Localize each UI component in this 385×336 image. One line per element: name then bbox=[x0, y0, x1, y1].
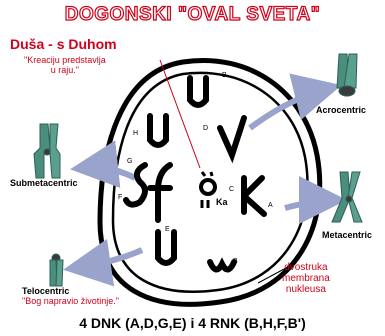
submetacentric-chromosome bbox=[34, 124, 60, 178]
quote-top-line-2: u raju." bbox=[24, 65, 106, 75]
letter-e: E bbox=[165, 226, 170, 233]
dusa-label: Duša - s Duhom bbox=[10, 36, 117, 52]
membrane-line-2: membrana bbox=[282, 273, 330, 284]
dogon-signs bbox=[126, 78, 264, 270]
sign-u-left bbox=[150, 116, 166, 145]
sign-k bbox=[244, 178, 264, 214]
sign-u-bottom bbox=[158, 232, 174, 263]
letter-a: A bbox=[268, 202, 273, 209]
label-telocentric: Telocentric bbox=[22, 286, 69, 296]
metacentric-chromosome bbox=[332, 172, 362, 222]
label-submetacentric: Submetacentric bbox=[10, 178, 78, 188]
arrow-to-metacentric bbox=[285, 200, 335, 208]
label-acrocentric: Acrocentric bbox=[316, 105, 366, 115]
quote-top-line-1: "Kreaciju predstavlja bbox=[24, 55, 106, 65]
dusa-main: s Duhom bbox=[57, 36, 117, 52]
sign-u-top bbox=[190, 78, 206, 105]
sign-f bbox=[150, 165, 170, 220]
caption: 4 DNK (A,D,G,E) i 4 RNK (B,H,F,B') bbox=[0, 315, 385, 331]
membrane-line-1: dvostruka bbox=[282, 262, 330, 273]
acrocentric-chromosome bbox=[337, 54, 357, 96]
telocentric-chromosome bbox=[50, 254, 63, 286]
page-title: DOGONSKI "OVAL SVETA" bbox=[0, 4, 385, 26]
label-ka: Ka bbox=[216, 197, 228, 207]
membrane-line-3: nukleusa bbox=[282, 284, 330, 295]
letter-d: D bbox=[203, 125, 208, 132]
sign-v bbox=[220, 118, 244, 155]
letter-h: H bbox=[133, 130, 138, 137]
sign-s bbox=[126, 165, 145, 205]
dusa-prefix: Duša - bbox=[10, 36, 57, 52]
label-metacentric: Metacentric bbox=[322, 230, 372, 240]
letter-c: C bbox=[229, 186, 234, 193]
quote-bottom: "Bog napravio životinje." bbox=[22, 296, 119, 306]
membrane-label: dvostruka membrana nukleusa bbox=[282, 262, 330, 295]
ka-sign bbox=[201, 172, 215, 208]
letter-b-bottom: B bbox=[233, 258, 238, 265]
quote-top: "Kreaciju predstavlja u raju." bbox=[24, 55, 106, 75]
letter-b-top: B bbox=[222, 72, 227, 79]
arrow-to-submetacentric bbox=[82, 167, 135, 178]
letter-f: F bbox=[118, 194, 122, 201]
letter-g: G bbox=[127, 158, 132, 165]
sign-w bbox=[210, 262, 234, 270]
